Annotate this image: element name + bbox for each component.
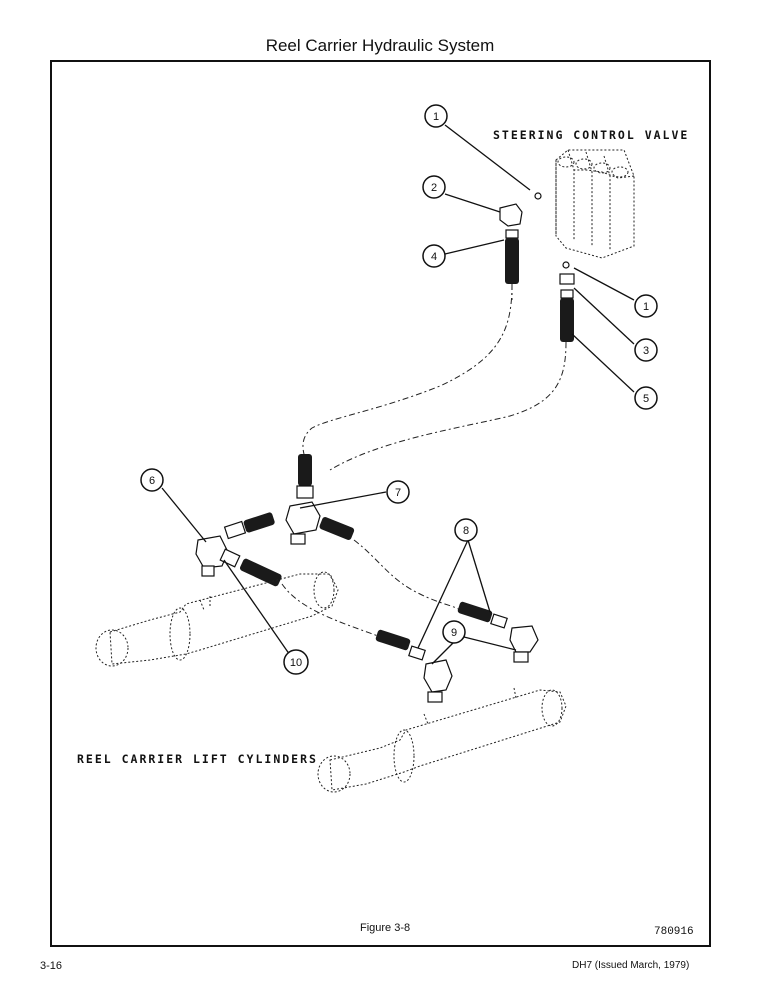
svg-text:9: 9 (451, 627, 457, 639)
svg-text:4: 4 (431, 251, 437, 263)
svg-text:8: 8 (463, 525, 469, 537)
page-title: Reel Carrier Hydraulic System (265, 36, 495, 55)
svg-text:6: 6 (149, 475, 155, 487)
svg-text:5: 5 (643, 393, 649, 405)
callout-1-bottom: 1 (634, 294, 658, 318)
callout-1-top: 1 (424, 104, 448, 128)
steering-control-valve-label: STEERING CONTROL VALVE (493, 128, 690, 142)
svg-text:1: 1 (433, 111, 439, 123)
figure-frame (50, 60, 711, 947)
callout-2: 2 (422, 175, 446, 199)
callout-8: 8 (454, 518, 478, 542)
svg-text:1: 1 (643, 301, 649, 313)
callout-5: 5 (634, 386, 658, 410)
figure-code: 780916 (654, 926, 694, 938)
callout-4: 4 (422, 244, 446, 268)
lift-cylinder-upper-drawing (95, 571, 339, 667)
svg-text:2: 2 (431, 182, 437, 194)
steering-control-valve-drawing (555, 149, 635, 259)
callout-6: 6 (140, 468, 164, 492)
callout-7: 7 (386, 480, 410, 504)
lift-cylinder-lower-drawing (317, 687, 567, 793)
svg-text:10: 10 (290, 657, 302, 669)
document-info: DH7 (Issued March, 1979) (572, 960, 690, 971)
page-number: 3-16 (40, 960, 63, 972)
figure-caption: Figure 3-8 (360, 922, 411, 934)
callout-9: 9 (442, 620, 466, 644)
lift-cylinders-label: REEL CARRIER LIFT CYLINDERS (77, 752, 318, 766)
callout-10: 10 (283, 649, 309, 675)
callout-3: 3 (634, 338, 658, 362)
svg-text:3: 3 (643, 345, 649, 357)
svg-text:7: 7 (395, 487, 401, 499)
